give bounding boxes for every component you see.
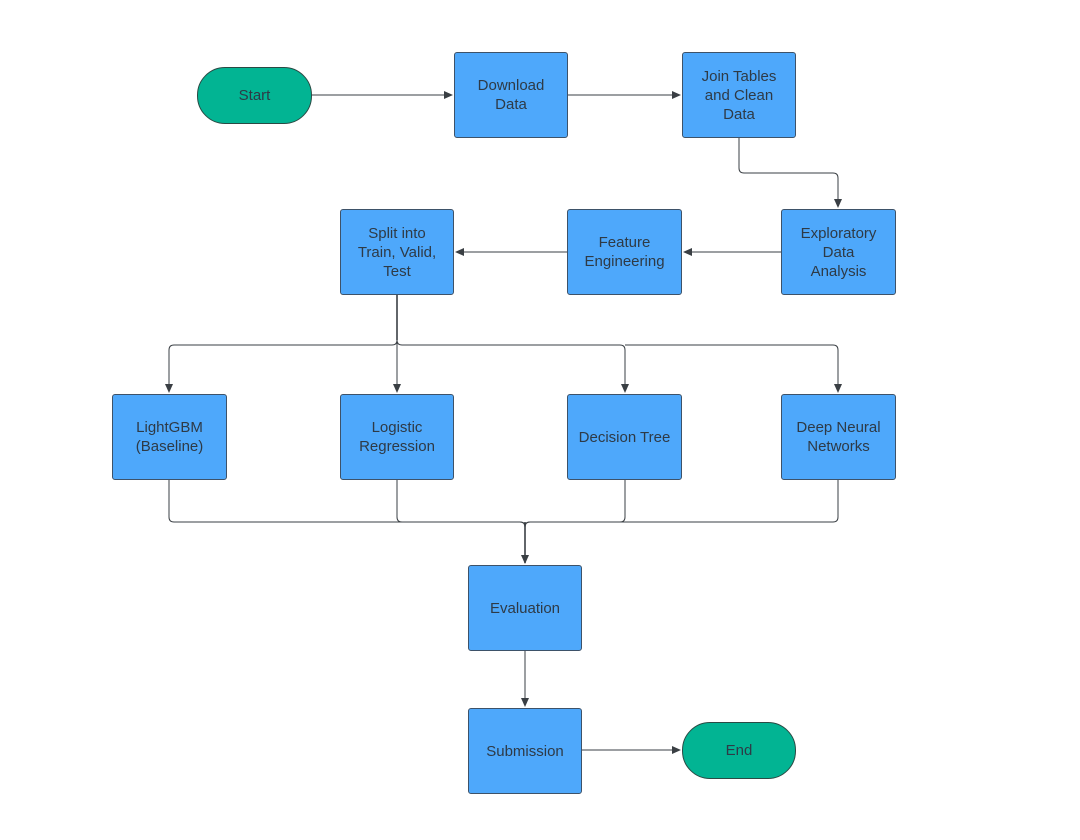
split-node: Split into Train, Valid, Test — [340, 209, 454, 295]
edge-tree-evaluation — [524, 479, 626, 528]
decision-tree-node: Decision Tree — [567, 394, 682, 480]
lightgbm-label: LightGBM (Baseline) — [135, 419, 204, 455]
lightgbm-node: LightGBM (Baseline) — [112, 394, 227, 480]
evaluation-label: Evaluation — [489, 599, 561, 617]
download-data-node: Download Data — [454, 52, 568, 138]
edge-split-dnn — [625, 344, 842, 393]
evaluation-node: Evaluation — [468, 565, 582, 651]
edge-lightgbm-evaluation — [168, 479, 526, 528]
split-label: Split into Train, Valid, Test — [357, 224, 437, 280]
edge-logistic-evaluation — [396, 479, 526, 528]
decision-tree-label: Decision Tree — [578, 428, 671, 446]
end-node: End — [682, 722, 796, 779]
eda-node: Exploratory Data Analysis — [781, 209, 896, 295]
edge-dnn-evaluation — [524, 479, 839, 528]
end-label: End — [725, 742, 753, 759]
edge-join-eda — [738, 137, 842, 208]
feature-engineering-node: Feature Engineering — [567, 209, 682, 295]
eda-label: Exploratory Data Analysis — [800, 224, 877, 280]
edge-split-lightgbm — [165, 339, 398, 393]
deep-neural-networks-node: Deep Neural Networks — [781, 394, 896, 480]
logistic-regression-node: Logistic Regression — [340, 394, 454, 480]
join-clean-node: Join Tables and Clean Data — [682, 52, 796, 138]
start-label: Start — [238, 87, 271, 104]
deep-neural-networks-label: Deep Neural Networks — [796, 419, 881, 455]
logistic-regression-label: Logistic Regression — [359, 419, 435, 455]
join-clean-label: Join Tables and Clean Data — [701, 67, 777, 123]
download-data-label: Download Data — [477, 77, 545, 113]
edge-split-tree — [396, 339, 629, 393]
submission-label: Submission — [486, 742, 564, 760]
submission-node: Submission — [468, 708, 582, 794]
start-node: Start — [197, 67, 312, 124]
feature-engineering-label: Feature Engineering — [584, 234, 665, 270]
